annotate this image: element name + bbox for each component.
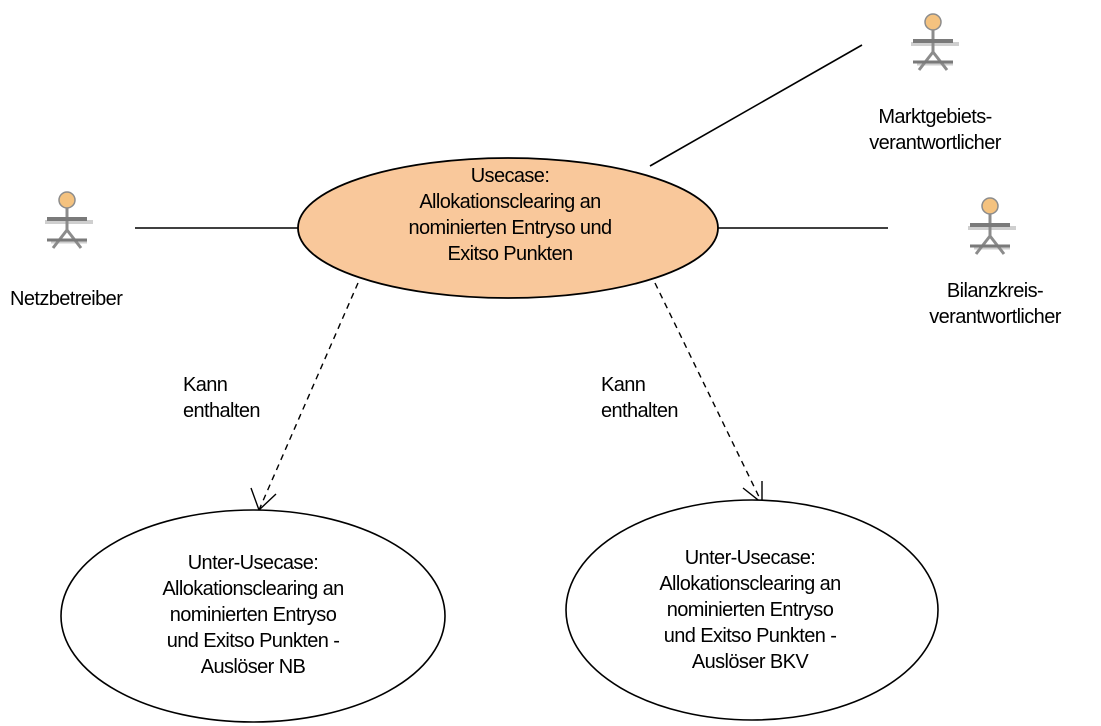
sub-usecase-ellipse-bkv[interactable] <box>565 499 939 721</box>
include-arrow-bkv <box>654 282 763 504</box>
main-usecase-ellipse[interactable] <box>297 157 719 299</box>
actor-label-bilanzkreisverantwortlicher: Bilanzkreis- verantwortlicher <box>929 280 1061 328</box>
actor-label-marktgebietsverantwortlicher: Marktgebiets- verantwortlicher <box>869 106 1001 154</box>
main-usecase-label: Usecase: Allokationsclearing an nominier… <box>408 165 613 265</box>
include-label-bkv: Kann enthalten <box>601 374 679 422</box>
include-label-nb: Kann enthalten <box>183 374 261 422</box>
actor-icon[interactable] <box>909 12 961 72</box>
sub-usecase-label-bkv: Unter-Usecase: Allokationsclearing an no… <box>659 547 841 673</box>
actor-label-netzbetreiber: Netzbetreiber <box>10 288 123 310</box>
sub-usecase-ellipse-nb[interactable] <box>60 509 446 723</box>
sub-usecase-label-nb: Unter-Usecase: Allokationsclearing an no… <box>162 552 344 678</box>
association-line-marktgebietsverantwortlicher <box>649 44 863 167</box>
actor-icon[interactable] <box>43 190 95 250</box>
actor-icon[interactable] <box>966 196 1018 256</box>
include-arrow-nb <box>258 282 359 511</box>
